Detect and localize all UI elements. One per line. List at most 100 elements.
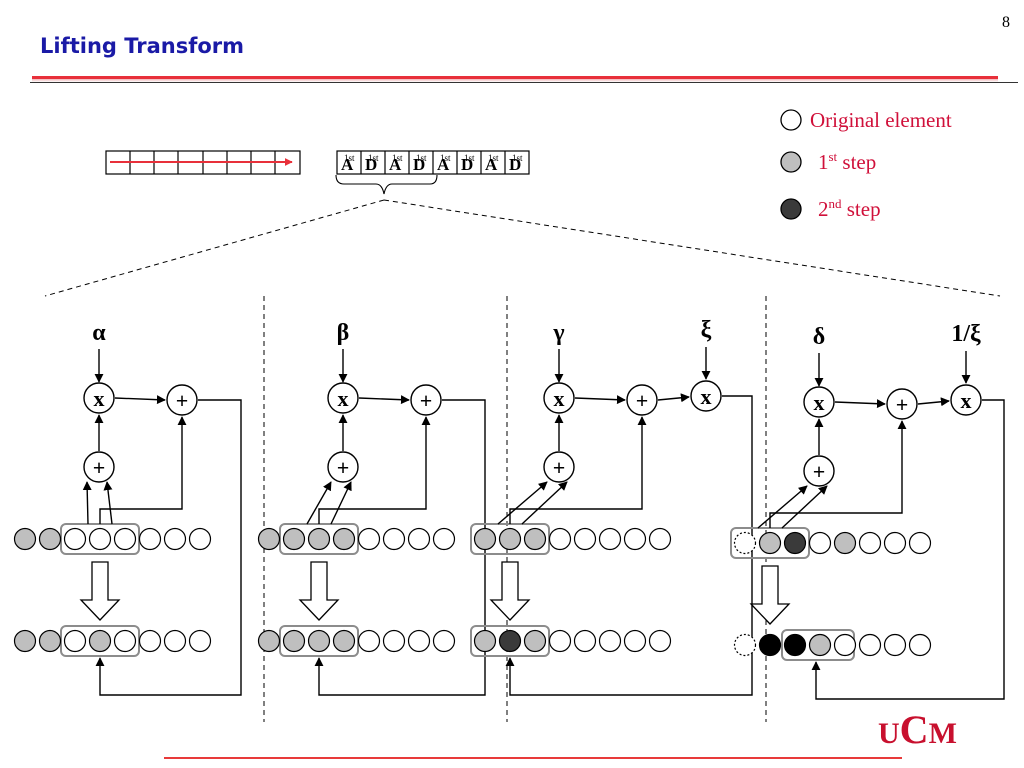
array-cell-label: A: [341, 155, 354, 174]
legend-step1-label: 1st step: [818, 149, 876, 174]
row2-element: [257, 629, 281, 653]
row1-element: [473, 527, 497, 551]
array-cell-label: A: [437, 155, 450, 174]
row1-element: [332, 527, 356, 551]
adder-node-symbol: +: [896, 392, 909, 417]
coefficient-label: γ: [552, 320, 564, 346]
row1-element: [382, 527, 406, 551]
ucm-logo: UCM: [878, 707, 957, 752]
row2-element: [38, 629, 62, 653]
legend-original-label: Original element: [810, 108, 952, 132]
coefficient-label: δ: [813, 324, 825, 350]
row1-element: [88, 527, 112, 551]
sum-node-symbol: +: [813, 459, 826, 484]
row2-element: [733, 633, 757, 657]
row2-element: [138, 629, 162, 653]
array-cell-index: 1st: [464, 153, 475, 163]
lifting-panel-3: γ x + + x ξ: [470, 317, 753, 696]
sum-node: [327, 451, 359, 483]
input-array: [105, 150, 301, 175]
row1-element: [648, 527, 672, 551]
sum-node-symbol: +: [93, 455, 106, 480]
legend-step2-label: 2nd step: [818, 196, 881, 221]
row2-element: [282, 629, 306, 653]
transform-arrow: [79, 561, 121, 621]
row1-element: [282, 527, 306, 551]
array-cell-label: D: [461, 155, 473, 174]
array-cell-index: 1st: [392, 153, 403, 163]
legend-original-marker: [780, 109, 802, 131]
transform-arrow: [749, 565, 791, 625]
adder-node-symbol: +: [176, 388, 189, 413]
row2-element: [858, 633, 882, 657]
row1-element: [758, 531, 782, 555]
row1-element: [808, 531, 832, 555]
array-cell-index: 1st: [368, 153, 379, 163]
row1-element: [407, 527, 431, 551]
legend-step2-marker: [780, 198, 802, 220]
adder-node: [886, 388, 918, 420]
adder-node: [410, 384, 442, 416]
array-cell-label: D: [509, 155, 521, 174]
scale-node-symbol: x: [961, 388, 972, 413]
row1-element: [523, 527, 547, 551]
coefficient-label: β: [337, 320, 350, 346]
row2-element: [883, 633, 907, 657]
row1-element: [548, 527, 572, 551]
row1-element: [357, 527, 381, 551]
row1-element: [573, 527, 597, 551]
sum-node: [83, 451, 115, 483]
row2-element: [332, 629, 356, 653]
array-cell-index: 1st: [416, 153, 427, 163]
row1-element: [623, 527, 647, 551]
sum-node-symbol: +: [553, 455, 566, 480]
adder-node: [166, 384, 198, 416]
lifting-panel-4: δx++x1/ξ: [730, 321, 1005, 700]
array-cell-label: A: [485, 155, 498, 174]
brace: [335, 174, 438, 195]
row1-element: [498, 527, 522, 551]
row2-element: [407, 629, 431, 653]
row1-element: [883, 531, 907, 555]
row1-element: [163, 527, 187, 551]
row1-element: [138, 527, 162, 551]
multiplier-node-symbol: x: [554, 386, 565, 411]
scale-node-symbol: x: [701, 384, 712, 409]
row1-element: [63, 527, 87, 551]
slide-title: Lifting Transform: [40, 34, 245, 58]
transform-arrow: [298, 561, 340, 621]
adder-node: [626, 384, 658, 416]
multiplier-node: [83, 382, 115, 414]
array-cell-index: 1st: [512, 153, 523, 163]
row1-element: [307, 527, 331, 551]
row1-element: [783, 531, 807, 555]
row2-element: [523, 629, 547, 653]
multiplier-node: [327, 382, 359, 414]
row1-element: [257, 527, 281, 551]
scale-node: [690, 380, 722, 412]
row2-element: [163, 629, 187, 653]
array-cell-label: D: [413, 155, 425, 174]
row2-element: [473, 629, 497, 653]
row1-element: [38, 527, 62, 551]
lifting-panel-2: βx++: [257, 320, 486, 696]
array-cell-index: 1st: [344, 153, 355, 163]
row1-element: [733, 531, 757, 555]
scale-coefficient-label: ξ: [701, 317, 712, 343]
scale-coefficient-label: 1/ξ: [951, 321, 981, 347]
row2-element: [357, 629, 381, 653]
row1-element: [858, 531, 882, 555]
multiplier-node-symbol: x: [94, 386, 105, 411]
row1-element: [113, 527, 137, 551]
row2-element: [63, 629, 87, 653]
multiplier-node: [543, 382, 575, 414]
row2-element: [113, 629, 137, 653]
transform-arrow: [489, 561, 531, 621]
row2-element: [908, 633, 932, 657]
row2-element: [88, 629, 112, 653]
adder-node-symbol: +: [636, 388, 649, 413]
row2-element: [573, 629, 597, 653]
row2-element: [382, 629, 406, 653]
